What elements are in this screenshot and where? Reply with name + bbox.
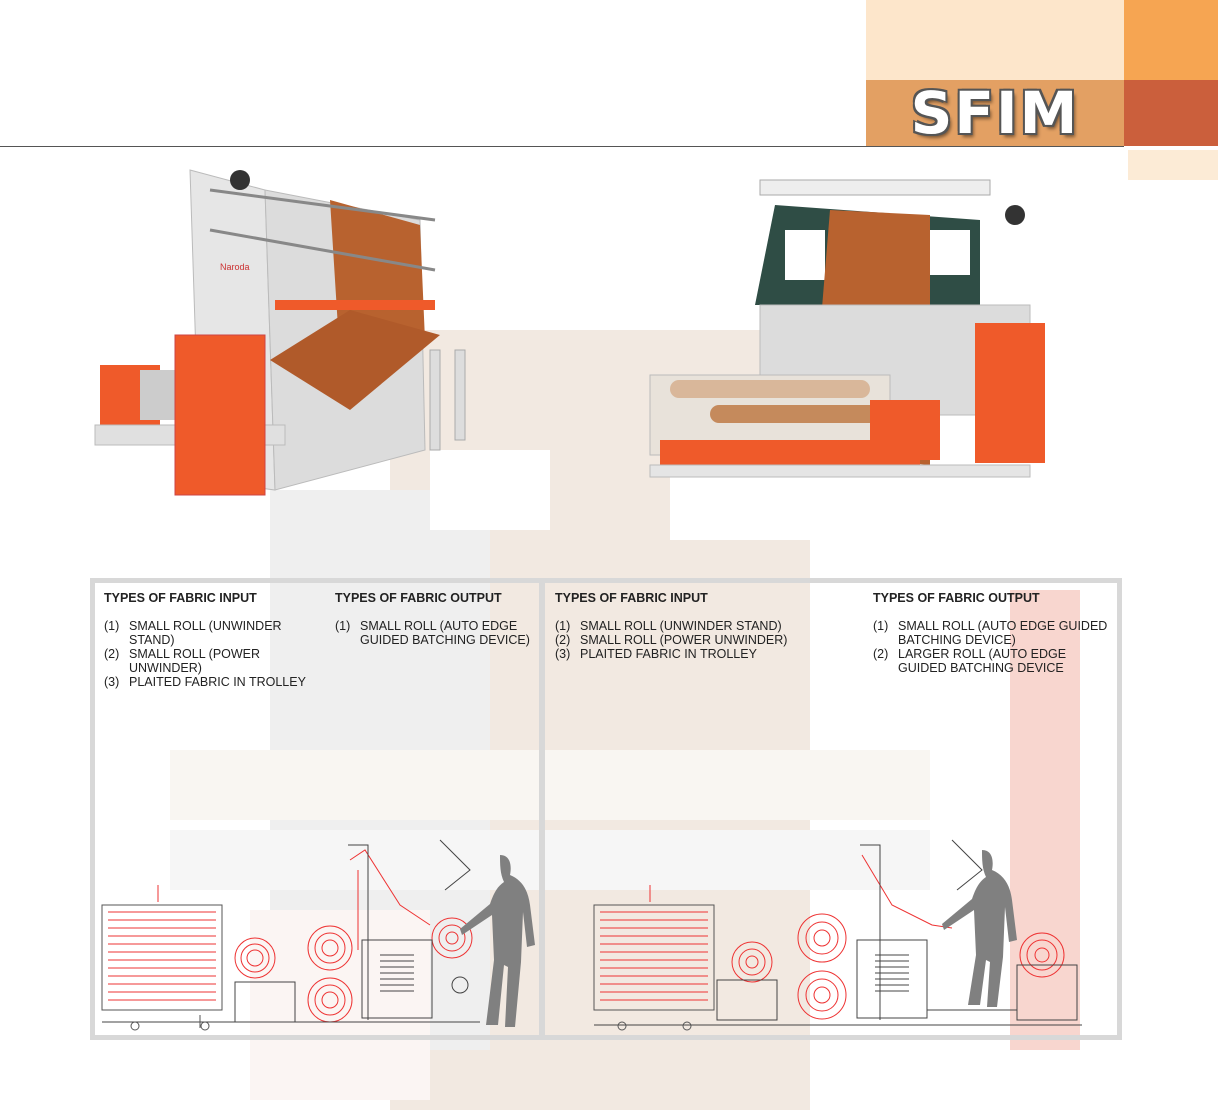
panel2-output-column: TYPES OF FABRIC OUTPUT (1)SMALL ROLL (AU… [873,591,1113,675]
header-title-bar: SFIM [866,79,1124,147]
header-tab-dark [1124,80,1218,146]
panel-divider [539,578,545,1040]
right-machine-photo [649,179,1045,478]
panel1-input-column: TYPES OF FABRIC INPUT (1)SMALL ROLL (UNW… [104,591,314,689]
list-item: (3)PLAITED FABRIC IN TROLLEY [555,647,757,661]
panel1-machine-diagram [101,839,535,1031]
panel2-input-heading: TYPES OF FABRIC INPUT [555,591,708,605]
panel2-machine-diagram [593,839,1082,1031]
header-rule [0,146,1124,147]
left-machine-photo: Naroda [94,169,466,496]
panel2-input-column: TYPES OF FABRIC INPUT (1)SMALL ROLL (UNW… [555,591,815,661]
machine-badge: Naroda [220,262,250,272]
list-item: (2)LARGER ROLL (AUTO EDGE GUIDED BATCHIN… [873,647,1067,675]
list-item: (1)SMALL ROLL (AUTO EDGE GUIDED BATCHING… [873,619,1108,647]
list-item: (1)SMALL ROLL (UNWINDER STAND) [104,619,282,647]
list-item: (2)SMALL ROLL (POWER UNWINDER) [104,647,261,675]
fabric-types-panel [90,578,1122,1040]
header-tab-orange [1124,0,1218,80]
header-tab-pale [1128,150,1218,180]
list-item: (1)SMALL ROLL (UNWINDER STAND) [555,619,782,633]
panel1-output-heading: TYPES OF FABRIC OUTPUT [335,591,502,605]
panel1-input-heading: TYPES OF FABRIC INPUT [104,591,257,605]
header-tab-light [866,0,1124,80]
page-title: SFIM [910,79,1080,147]
list-item: (3)PLAITED FABRIC IN TROLLEY [104,675,306,689]
panel2-output-heading: TYPES OF FABRIC OUTPUT [873,591,1040,605]
list-item: (1)SMALL ROLL (AUTO EDGE GUIDED BATCHING… [335,619,530,647]
list-item: (2)SMALL ROLL (POWER UNWINDER) [555,633,788,647]
panel1-output-column: TYPES OF FABRIC OUTPUT (1)SMALL ROLL (AU… [335,591,535,647]
